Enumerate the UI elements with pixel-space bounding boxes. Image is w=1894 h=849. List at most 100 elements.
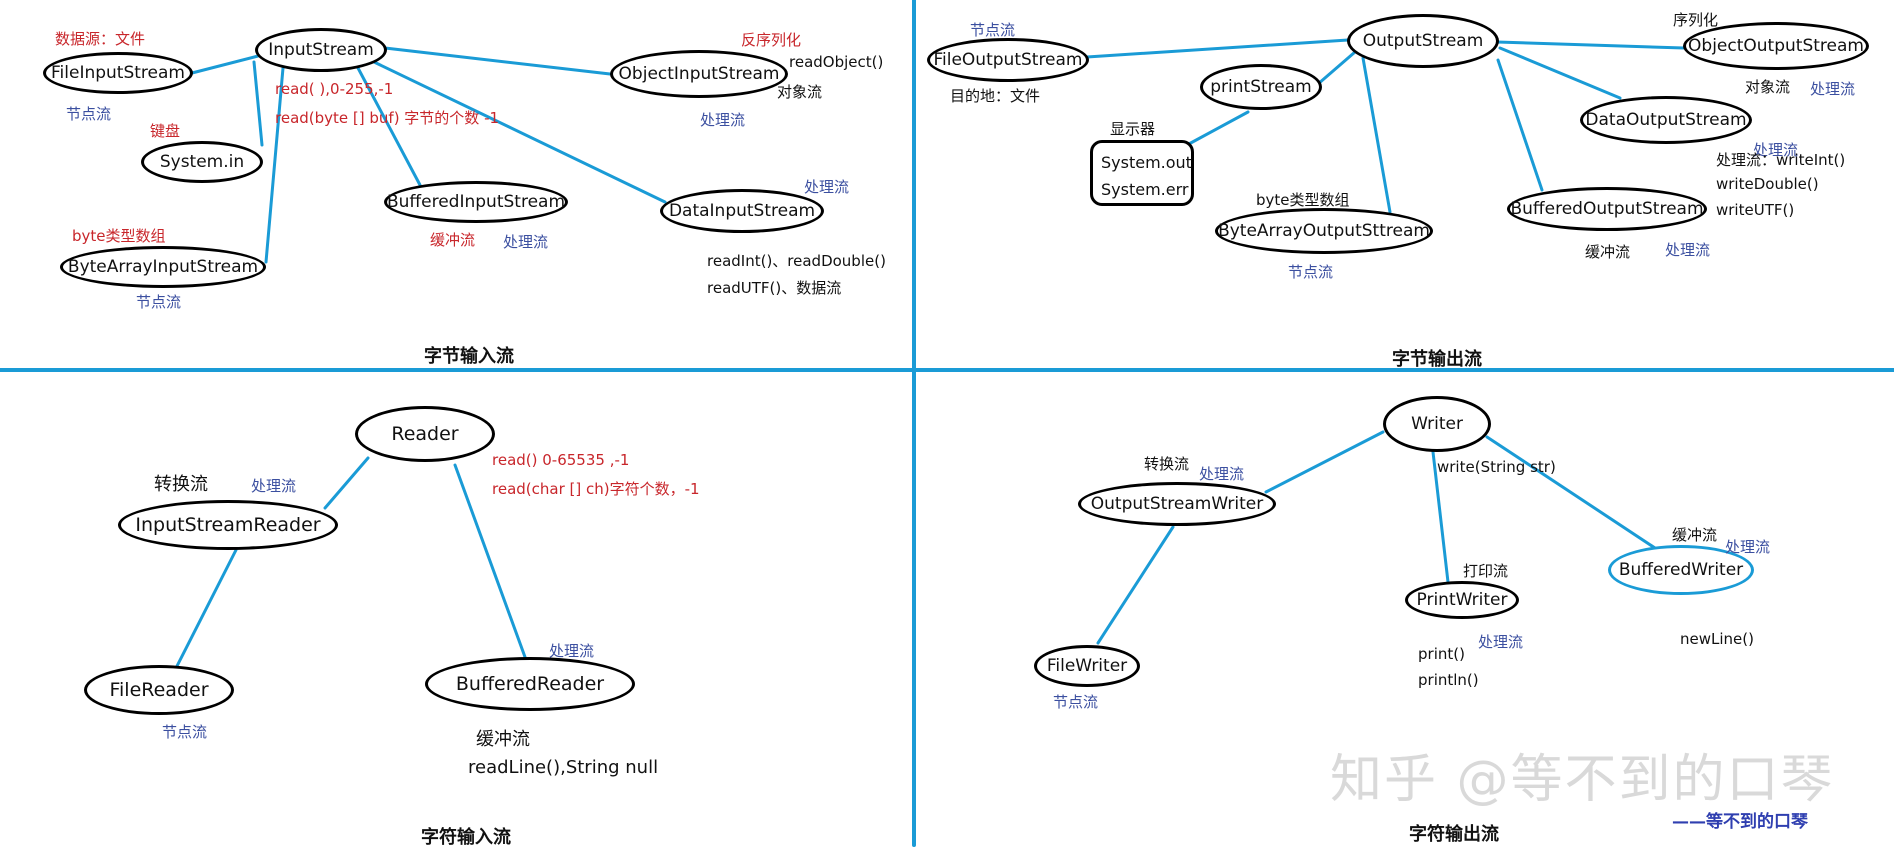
node-fileoutputstream: FileOutputStream — [927, 38, 1089, 82]
label-node-stream: 节点流 — [66, 105, 112, 123]
label-display: 显示器 — [1110, 120, 1156, 138]
edge-reader-inputstreamreader — [323, 456, 370, 510]
edge-reader-bufferedreader — [453, 463, 527, 659]
edge-writer-outputstreamwriter — [1264, 430, 1385, 494]
edge-outputstreamwriter-filewriter — [1096, 525, 1175, 645]
label-object-stream: 对象流 — [777, 83, 823, 101]
label-object-stream: 对象流 — [1745, 78, 1791, 96]
label-read-range: read( ),0-255,-1 — [275, 80, 394, 98]
section-title-char-input: 字符输入流 — [421, 827, 511, 848]
label-node-stream: 节点流 — [1288, 263, 1334, 281]
label-process-stream: 处理流 — [1810, 80, 1856, 98]
edge-writer-bufferedwriter — [1485, 435, 1657, 550]
label-read-utf: readUTF()、数据流 — [707, 279, 842, 297]
node-bufferedreader: BufferedReader — [425, 657, 635, 711]
node-printwriter: PrintWriter — [1405, 581, 1519, 619]
label-process-write-int: 处理流：writeInt() — [1716, 151, 1846, 169]
label-serialize: 序列化 — [1673, 11, 1719, 29]
edge-outputstream-fileoutputstream — [1085, 38, 1350, 59]
label-process-stream: 处理流 — [1665, 241, 1711, 259]
node-objectinputstream: ObjectInputStream — [610, 50, 788, 98]
node-fileinputstream: FileInputStream — [43, 52, 193, 94]
label-process-stream: 处理流 — [804, 178, 850, 196]
label-process-stream: 处理流 — [1478, 633, 1524, 651]
label-read-int-double: readInt()、readDouble() — [707, 252, 886, 270]
label-buffer-stream: 缓冲流 — [1672, 526, 1718, 544]
label-buffer-stream: 缓冲流 — [476, 729, 530, 750]
label-write-utf: writeUTF() — [1716, 201, 1795, 219]
label-read-char: read(char [] ch)字符个数，-1 — [492, 480, 700, 498]
node-filereader: FileReader — [84, 665, 234, 715]
node-bufferedinputstream: BufferedInputStream — [384, 181, 568, 223]
edge-inputstreamreader-filereader — [173, 548, 238, 672]
label-process-stream: 处理流 — [700, 111, 746, 129]
system-err-label: System.err — [1101, 180, 1189, 199]
node-datainputstream: DataInputStream — [660, 189, 824, 233]
edge-outputstream-dataoutputstream — [1498, 46, 1622, 100]
edge-inputstream-fileinputstream — [190, 54, 260, 75]
label-write-string: write(String str) — [1437, 458, 1556, 476]
label-buffer-stream: 缓冲流 — [1585, 243, 1631, 261]
label-deserialize: 反序列化 — [741, 31, 802, 49]
label-read-line: readLine(),String null — [468, 757, 659, 778]
label-data-source: 数据源：文件 — [55, 30, 146, 48]
node-dataoutputstream: DataOutputStream — [1580, 96, 1752, 144]
node-bytearrayoutputstream: ByteArrayOutputSttream — [1215, 208, 1433, 254]
edge-outputstream-bufferedoutputstream — [1496, 58, 1544, 192]
node-bufferedwriter: BufferedWriter — [1608, 545, 1754, 595]
label-node-stream: 节点流 — [162, 723, 208, 741]
label-convert-stream: 转换流 — [154, 474, 208, 495]
edge-inputstream-bytearrayinputstream — [264, 66, 285, 264]
edge-outputstream-printstream — [1316, 50, 1357, 86]
label-process-stream: 处理流 — [1753, 141, 1799, 159]
label-keyboard: 键盘 — [150, 122, 181, 140]
label-process-stream: 处理流 — [549, 642, 595, 660]
node-objectoutputstream: ObjectOutputStream — [1683, 22, 1869, 70]
node-inputstream: InputStream — [255, 28, 387, 72]
node-bytearrayinputstream: ByteArrayInputStream — [60, 246, 266, 288]
label-destination: 目的地：文件 — [950, 87, 1041, 105]
label-byte-array: byte类型数组 — [72, 227, 166, 245]
edge-outputstream-objectoutputstream — [1495, 40, 1686, 50]
label-process-stream: 处理流 — [1725, 538, 1771, 556]
node-outputstreamwriter: OutputStreamWriter — [1078, 482, 1276, 526]
section-title-char-output: 字符输出流 — [1409, 824, 1499, 845]
label-print-stream: 打印流 — [1463, 562, 1509, 580]
label-process-stream: 处理流 — [1199, 465, 1245, 483]
edge-inputstream-bufferedinputstream — [356, 66, 422, 187]
section-title-byte-output: 字节输出流 — [1392, 349, 1482, 370]
edge-inputstream-datainputstream — [372, 60, 667, 204]
label-node-stream: 节点流 — [1053, 693, 1099, 711]
label-new-line: newLine() — [1680, 630, 1754, 648]
author-signature: ——等不到的口琴 — [1672, 812, 1808, 832]
label-read-range: read() 0-65535 ,-1 — [492, 451, 630, 469]
node-printstream: printStream — [1200, 64, 1322, 110]
edge-writer-printwriter — [1431, 450, 1450, 584]
edge-inputstream-systemin — [252, 60, 264, 147]
node-reader: Reader — [355, 406, 495, 462]
node-writer: Writer — [1383, 396, 1491, 452]
node-inputstreamreader: InputStreamReader — [118, 500, 338, 550]
node-bufferedoutputstream: BufferedOutputStream — [1507, 187, 1707, 231]
label-read-buf: read(byte [] buf) 字节的个数 -1 — [275, 109, 500, 127]
label-node-stream: 节点流 — [136, 293, 182, 311]
label-println: println() — [1418, 671, 1479, 689]
edge-printstream-systembox — [1185, 110, 1250, 147]
label-node-stream: 节点流 — [970, 21, 1016, 39]
label-print: print() — [1418, 645, 1465, 663]
watermark: 知乎 @等不到的口琴 — [1330, 750, 1835, 810]
section-title-byte-input: 字节输入流 — [424, 346, 514, 367]
label-process-stream: 处理流 — [251, 477, 297, 495]
system-out-err-box: System.out System.err — [1090, 140, 1194, 206]
node-outputstream: OutputStream — [1347, 14, 1499, 68]
label-byte-array: byte类型数组 — [1256, 191, 1350, 209]
label-process-stream: 处理流 — [503, 233, 549, 251]
label-read-object: readObject() — [789, 53, 884, 71]
label-convert-stream: 转换流 — [1144, 455, 1190, 473]
edge-outputstream-bytearrayoutputstream — [1361, 56, 1392, 214]
system-out-label: System.out — [1101, 153, 1192, 172]
node-filewriter: FileWriter — [1034, 645, 1140, 687]
label-buffer-stream: 缓冲流 — [430, 231, 476, 249]
label-write-double: writeDouble() — [1716, 175, 1819, 193]
